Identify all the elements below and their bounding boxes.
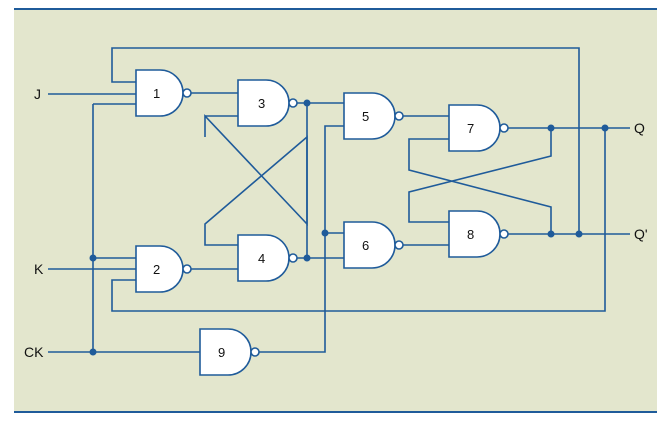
junction-ck-g2: [89, 254, 97, 262]
wire-g7-to-g8: [408, 128, 552, 223]
gate-6-label: 6: [362, 238, 369, 253]
gate-5: 5: [343, 92, 404, 140]
junction-q-cross: [547, 124, 555, 132]
gate-6: 6: [343, 221, 404, 269]
wire-g8-to-g7: [408, 138, 552, 234]
wires: [48, 47, 630, 353]
wire-g9-out: [257, 125, 344, 353]
output-qbar-label: Q': [634, 226, 648, 242]
junction-g4-out: [303, 254, 311, 262]
junction-g3-out: [303, 99, 311, 107]
wire-q-feedback: [111, 128, 606, 312]
gate-3: 3: [237, 79, 298, 127]
diagram-panel: [14, 9, 657, 412]
gate-9: 9: [199, 328, 260, 376]
junction-g9-g6: [321, 229, 329, 237]
gate-8-label: 8: [467, 227, 474, 242]
wire-qbar-feedback: [111, 47, 580, 234]
junction-qbar-cross: [547, 230, 555, 238]
gate-7-label: 7: [467, 121, 474, 136]
gate-4-label: 4: [258, 251, 265, 266]
junction-qbar-feedback: [575, 230, 583, 238]
gate-4: 4: [237, 234, 298, 282]
gate-1-label: 1: [153, 86, 160, 101]
gate-5-label: 5: [362, 109, 369, 124]
wire-g4-to-g3: [204, 135, 308, 258]
output-q-label: Q: [634, 120, 645, 136]
gate-2-label: 2: [153, 262, 160, 277]
gate-2: 2: [135, 245, 192, 293]
junctions: [89, 99, 609, 356]
junction-q-feedback: [601, 124, 609, 132]
gate-1: 1: [135, 69, 192, 117]
gate-8: 8: [448, 210, 509, 258]
input-ck-label: CK: [24, 344, 44, 360]
input-j-label: J: [34, 86, 41, 102]
gate-3-label: 3: [258, 96, 265, 111]
junction-ck: [89, 348, 97, 356]
gate-7: 7: [448, 104, 509, 152]
input-k-label: K: [34, 261, 44, 277]
gate-9-label: 9: [218, 345, 225, 360]
